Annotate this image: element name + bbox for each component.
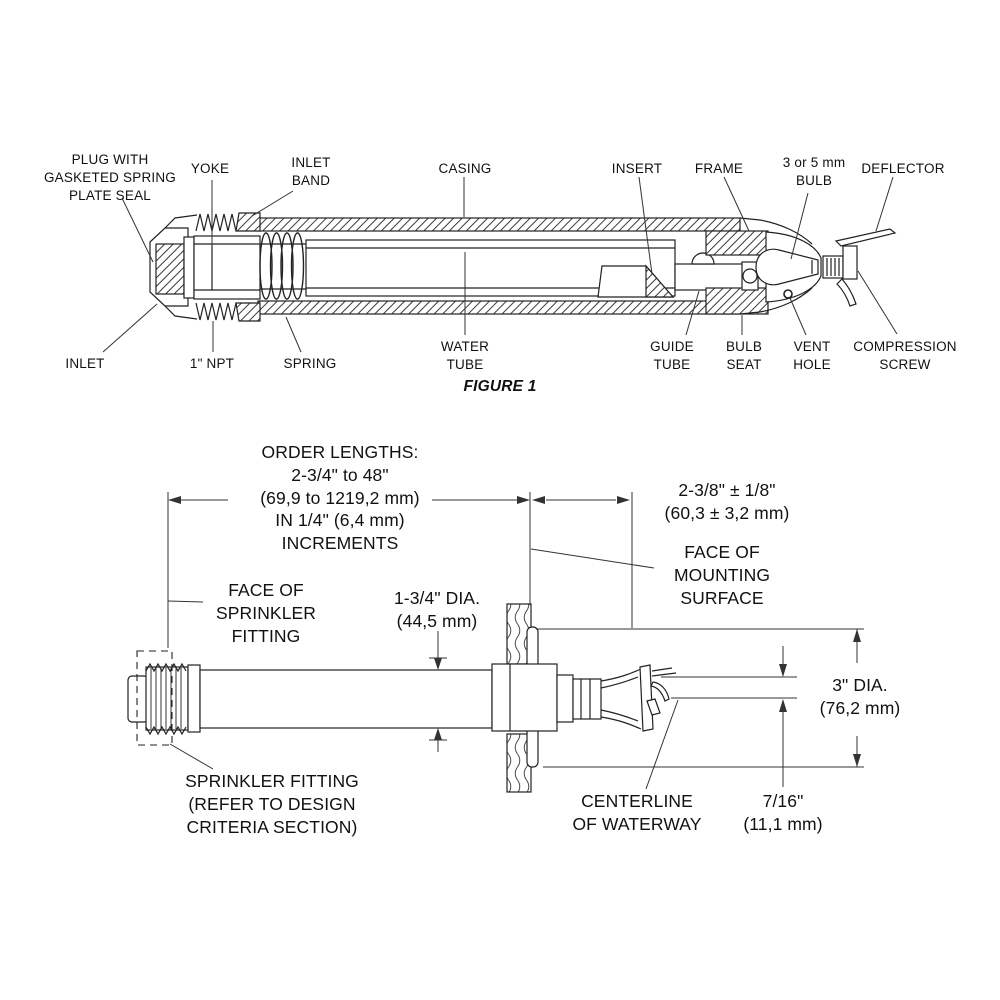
label-plug: PLUG WITH GASKETED SPRING PLATE SEAL <box>43 152 177 204</box>
thread-section <box>145 666 189 731</box>
label-face-of-sprinkler-fitting: FACE OF SPRINKLER FITTING <box>215 580 317 646</box>
casing-bottom-wall <box>257 300 741 315</box>
label-inlet-band: INLET BAND <box>291 155 331 189</box>
frame-bottom-block <box>705 287 769 315</box>
installation-dimensions <box>167 492 864 790</box>
casing-top-wall <box>257 217 741 232</box>
plug-seal <box>155 243 185 295</box>
compression-screw-ribs <box>822 255 844 279</box>
bulb <box>755 248 819 286</box>
guide-tube-bump <box>691 252 715 265</box>
yoke-body <box>193 235 261 300</box>
label-frame: FRAME <box>694 161 744 176</box>
label-dia-3: 3" DIA. (76,2 mm) <box>819 675 901 718</box>
label-spring: SPRING <box>283 356 337 371</box>
label-insert: INSERT <box>611 161 663 176</box>
deflector-blade <box>834 228 897 247</box>
inlet-threads-bottom <box>195 302 237 321</box>
thread-collar <box>187 664 201 733</box>
label-centerline-of-waterway: CENTERLINE OF WATERWAY <box>572 791 702 834</box>
spring-coils <box>259 232 305 300</box>
figure1-leaders <box>102 176 898 353</box>
bulb-seat <box>742 268 758 284</box>
guide-tube <box>674 263 749 291</box>
label-guide-tube: GUIDE TUBE <box>650 339 694 373</box>
label-dia-1-3-4: 1-3/4" DIA. (44,5 mm) <box>393 588 481 631</box>
inlet-band-top <box>235 212 261 232</box>
dimension-arrowheads <box>168 496 861 767</box>
figure1-drawing <box>149 212 897 322</box>
label-deflector: DEFLECTOR <box>861 161 945 176</box>
label-water-tube: WATER TUBE <box>440 339 490 373</box>
label-vent-hole: VENT HOLE <box>793 339 831 373</box>
label-order-lengths: ORDER LENGTHS: 2-3/4" to 48" (69,9 to 12… <box>260 442 420 553</box>
barrel-tube <box>199 669 493 729</box>
label-yoke: YOKE <box>190 161 230 176</box>
compression-screw-block <box>842 245 858 280</box>
label-dim-7-16: 7/16" (11,1 mm) <box>743 791 823 834</box>
spring-plate <box>183 236 195 299</box>
label-casing: CASING <box>438 161 492 176</box>
fitting-dashed-outline <box>136 650 173 746</box>
head-deflector <box>639 664 654 732</box>
inlet-threads-top <box>195 213 237 232</box>
installation-drawing <box>127 603 677 793</box>
label-sprinkler-fitting: SPRINKLER FITTING (REFER TO DESIGN CRITE… <box>185 771 359 837</box>
label-face-of-mounting-surface: FACE OF MOUNTING SURFACE <box>673 542 771 608</box>
label-compression-screw: COMPRESSION SCREW <box>853 339 957 373</box>
figure1-caption: FIGURE 1 <box>463 378 537 395</box>
deflector-tail <box>836 278 857 307</box>
vent-hole <box>783 289 793 299</box>
head-frame <box>572 678 602 720</box>
label-npt: 1" NPT <box>189 356 235 371</box>
frame-top-block <box>705 230 769 256</box>
label-bulb-seat: BULB SEAT <box>725 339 763 373</box>
inlet-band-bottom <box>235 302 261 322</box>
label-bulb: 3 or 5 mm BULB <box>782 155 846 189</box>
fitting-plug <box>127 675 149 723</box>
label-inlet: INLET <box>65 356 105 371</box>
coupling <box>491 663 558 732</box>
label-dim-2-3-8: 2-3/8" ± 1/8" (60,3 ± 3,2 mm) <box>664 480 790 523</box>
